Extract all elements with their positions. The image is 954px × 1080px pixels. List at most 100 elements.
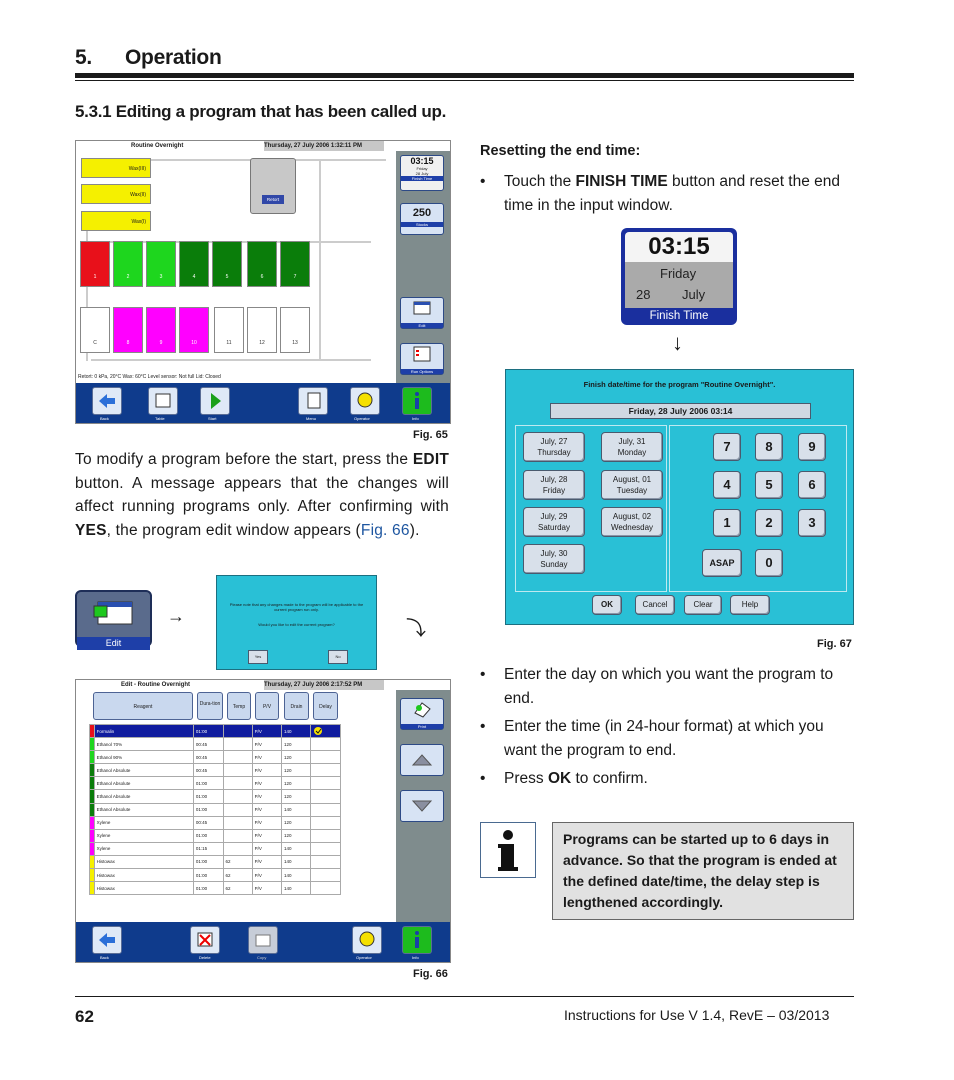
drain-cell[interactable]: 140: [280, 854, 312, 870]
delay-cell[interactable]: [310, 881, 341, 896]
temp-cell[interactable]: [222, 841, 253, 856]
temp-cell[interactable]: [222, 763, 253, 778]
drain-cell[interactable]: 120: [280, 750, 312, 765]
duration-cell[interactable]: 01:15: [192, 841, 224, 856]
back-button[interactable]: [92, 926, 122, 954]
keypad-digit-4[interactable]: 4: [713, 471, 741, 499]
delay-cell[interactable]: [310, 841, 341, 856]
duration-cell[interactable]: 00:45: [192, 815, 224, 830]
reagent-cell[interactable]: Histowax: [93, 854, 194, 870]
reagent-cell[interactable]: Xylene: [93, 815, 194, 830]
col-header-reagent[interactable]: Reagent: [93, 692, 193, 720]
drain-cell[interactable]: 140: [280, 841, 312, 856]
keypad-digit-6[interactable]: 6: [798, 471, 826, 499]
station-tile[interactable]: 3: [146, 241, 176, 287]
drain-cell[interactable]: 140: [280, 802, 312, 817]
pv-cell[interactable]: P/V: [251, 815, 283, 830]
help-button[interactable]: Help: [730, 595, 770, 615]
drain-cell[interactable]: 120: [280, 763, 312, 778]
reagent-cell[interactable]: Histowax: [93, 868, 194, 883]
keypad-digit-1[interactable]: 1: [713, 509, 741, 537]
clear-button[interactable]: Clear: [684, 595, 722, 615]
temp-cell[interactable]: [222, 737, 253, 752]
copy-button[interactable]: [248, 926, 278, 954]
ok-button[interactable]: OK: [592, 595, 622, 615]
reagent-cell[interactable]: Ethanol 90%: [93, 750, 194, 765]
keypad-digit-2[interactable]: 2: [755, 509, 783, 537]
keypad-digit-5[interactable]: 5: [755, 471, 783, 499]
temp-cell[interactable]: [222, 802, 253, 817]
delay-cell[interactable]: [310, 802, 341, 817]
edit-button-graphic[interactable]: Edit: [75, 590, 152, 650]
wax-station-2[interactable]: Wax(II): [81, 184, 151, 204]
station-tile[interactable]: 10: [179, 307, 209, 353]
duration-cell[interactable]: 01:00: [192, 776, 224, 791]
start-button[interactable]: [200, 387, 230, 415]
station-tile[interactable]: 6: [247, 241, 277, 287]
pv-cell[interactable]: P/V: [251, 776, 283, 791]
temp-cell[interactable]: [222, 750, 253, 765]
stocks-button[interactable]: 250 Stocks: [400, 203, 444, 235]
temp-cell[interactable]: [222, 776, 253, 791]
delay-cell[interactable]: [310, 763, 341, 778]
col-header-pv[interactable]: P/V: [255, 692, 279, 720]
no-button[interactable]: No: [328, 650, 348, 664]
station-tile[interactable]: 4: [179, 241, 209, 287]
duration-cell[interactable]: 01:00: [192, 723, 224, 739]
finish-time-button[interactable]: 03:15 Friday 28 July Finish Time: [400, 155, 444, 191]
pv-cell[interactable]: P/V: [251, 789, 283, 804]
station-tile[interactable]: 5: [212, 241, 242, 287]
table-button[interactable]: [148, 387, 178, 415]
temp-cell[interactable]: 62: [222, 854, 253, 870]
duration-cell[interactable]: 00:45: [192, 750, 224, 765]
station-tile[interactable]: C: [80, 307, 110, 353]
delay-cell[interactable]: [310, 750, 341, 765]
pv-cell[interactable]: P/V: [251, 841, 283, 856]
delay-cell[interactable]: [310, 723, 341, 739]
station-tile[interactable]: 9: [146, 307, 176, 353]
duration-cell[interactable]: 01:00: [192, 854, 224, 870]
pv-cell[interactable]: P/V: [251, 723, 283, 739]
cancel-button[interactable]: Cancel: [635, 595, 675, 615]
pv-cell[interactable]: P/V: [251, 868, 283, 883]
duration-cell[interactable]: 01:00: [192, 828, 224, 843]
pv-cell[interactable]: P/V: [251, 854, 283, 870]
scroll-down-button[interactable]: [400, 790, 444, 822]
pv-cell[interactable]: P/V: [251, 828, 283, 843]
drain-cell[interactable]: 140: [280, 881, 312, 896]
temp-cell[interactable]: 62: [222, 868, 253, 883]
print-button[interactable]: Print: [400, 698, 444, 730]
keypad-digit-8[interactable]: 8: [755, 433, 783, 461]
duration-cell[interactable]: 01:00: [192, 802, 224, 817]
delay-cell[interactable]: [310, 854, 341, 870]
keypad-digit-0[interactable]: 0: [755, 549, 783, 577]
reagent-cell[interactable]: Histowax: [93, 881, 194, 896]
wax-station-1[interactable]: Wax(I): [81, 211, 151, 231]
delay-cell[interactable]: [310, 776, 341, 791]
reagent-cell[interactable]: Ethanol Absolute: [93, 789, 194, 804]
station-tile[interactable]: 13: [280, 307, 310, 353]
back-button[interactable]: [92, 387, 122, 415]
col-header-delay[interactable]: Delay: [313, 692, 338, 720]
edit-button[interactable]: Edit: [400, 297, 444, 329]
keypad-digit-9[interactable]: 9: [798, 433, 826, 461]
delay-cell[interactable]: [310, 789, 341, 804]
delay-cell[interactable]: [310, 815, 341, 830]
temp-cell[interactable]: [222, 723, 253, 739]
duration-cell[interactable]: 01:00: [192, 881, 224, 896]
drain-cell[interactable]: 120: [280, 815, 312, 830]
pv-cell[interactable]: P/V: [251, 763, 283, 778]
drain-cell[interactable]: 120: [280, 789, 312, 804]
reagent-cell[interactable]: Formalin: [93, 723, 194, 739]
